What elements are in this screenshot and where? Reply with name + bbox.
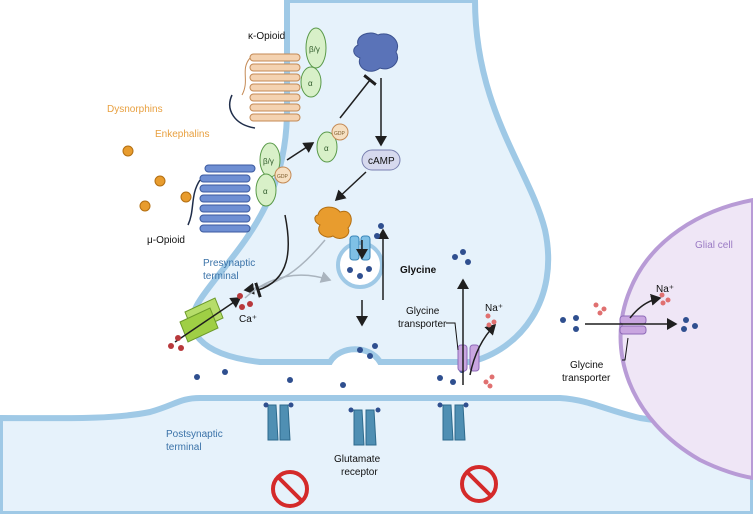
glutamate-label-line2: receptor	[341, 467, 378, 478]
glutamate-receptor-icon	[267, 404, 466, 446]
kappa-opioid-label: κ-Opioid	[248, 31, 285, 42]
synaptic-vesicle	[336, 241, 384, 289]
dynorphins-label: Dysnorphins	[107, 104, 163, 115]
kappa-alpha: α	[308, 79, 313, 88]
peptide-dots	[122, 145, 192, 212]
postsynaptic-label-line1: Postsynaptic	[166, 429, 223, 440]
adenylyl-cyclase-icon	[353, 32, 398, 72]
mu-beta-gamma: β/γ	[263, 157, 274, 166]
pka-icon	[314, 206, 352, 239]
presynaptic-label-line2: terminal	[203, 271, 239, 282]
calcium-label: Ca⁺	[239, 314, 257, 325]
enkephalins-label: Enkephalins	[155, 129, 209, 140]
vesicle-glycine-dots	[347, 266, 372, 279]
bound-glycine-dots	[263, 402, 469, 413]
glial-cell-label: Glial cell	[695, 240, 733, 251]
glycine-transporter-label-line1: Glycine	[406, 306, 440, 317]
g-alpha-label: α	[324, 144, 329, 153]
mu-gdp: GDP	[277, 174, 289, 180]
postsynaptic-label-line2: terminal	[166, 442, 202, 453]
mu-alpha: α	[263, 187, 268, 196]
glycine-dots-top	[374, 223, 384, 239]
camp-label: cAMP	[368, 156, 395, 167]
glial-sodium-dots	[593, 292, 671, 316]
kappa-beta-gamma: β/γ	[309, 45, 320, 54]
glial-transporter-label-line2: transporter	[562, 373, 611, 384]
glial-transporter-label-line1: Glycine	[570, 360, 604, 371]
glycine-label: Glycine	[400, 265, 437, 276]
glycine-transporter-label-line2: transporter	[398, 319, 447, 330]
sodium-dots	[483, 313, 497, 389]
glial-cell	[618, 197, 753, 481]
glial-sodium-label: Na⁺	[656, 284, 674, 295]
glutamate-label-line1: Glutamate	[334, 454, 381, 465]
g-alpha-subunit: α GDP	[316, 123, 349, 163]
mu-g-protein: β/γ α GDP	[255, 142, 292, 207]
g-alpha-gdp: GDP	[334, 131, 346, 137]
transporter-glycine-dots	[452, 249, 471, 265]
glial-glycine-dots	[560, 315, 698, 332]
kappa-opioid-receptor	[229, 53, 301, 129]
mu-opioid-label: μ-Opioid	[147, 235, 185, 246]
glial-transporter-icon	[619, 315, 647, 335]
camp-node: cAMP	[361, 149, 401, 171]
kappa-g-protein: β/γ α	[300, 27, 327, 98]
prohibited-icon	[271, 465, 498, 508]
mu-opioid-receptor	[187, 164, 256, 233]
sodium-label: Na⁺	[485, 303, 503, 314]
presynaptic-label-line1: Presynaptic	[203, 258, 255, 269]
calcium-dots	[168, 293, 253, 351]
